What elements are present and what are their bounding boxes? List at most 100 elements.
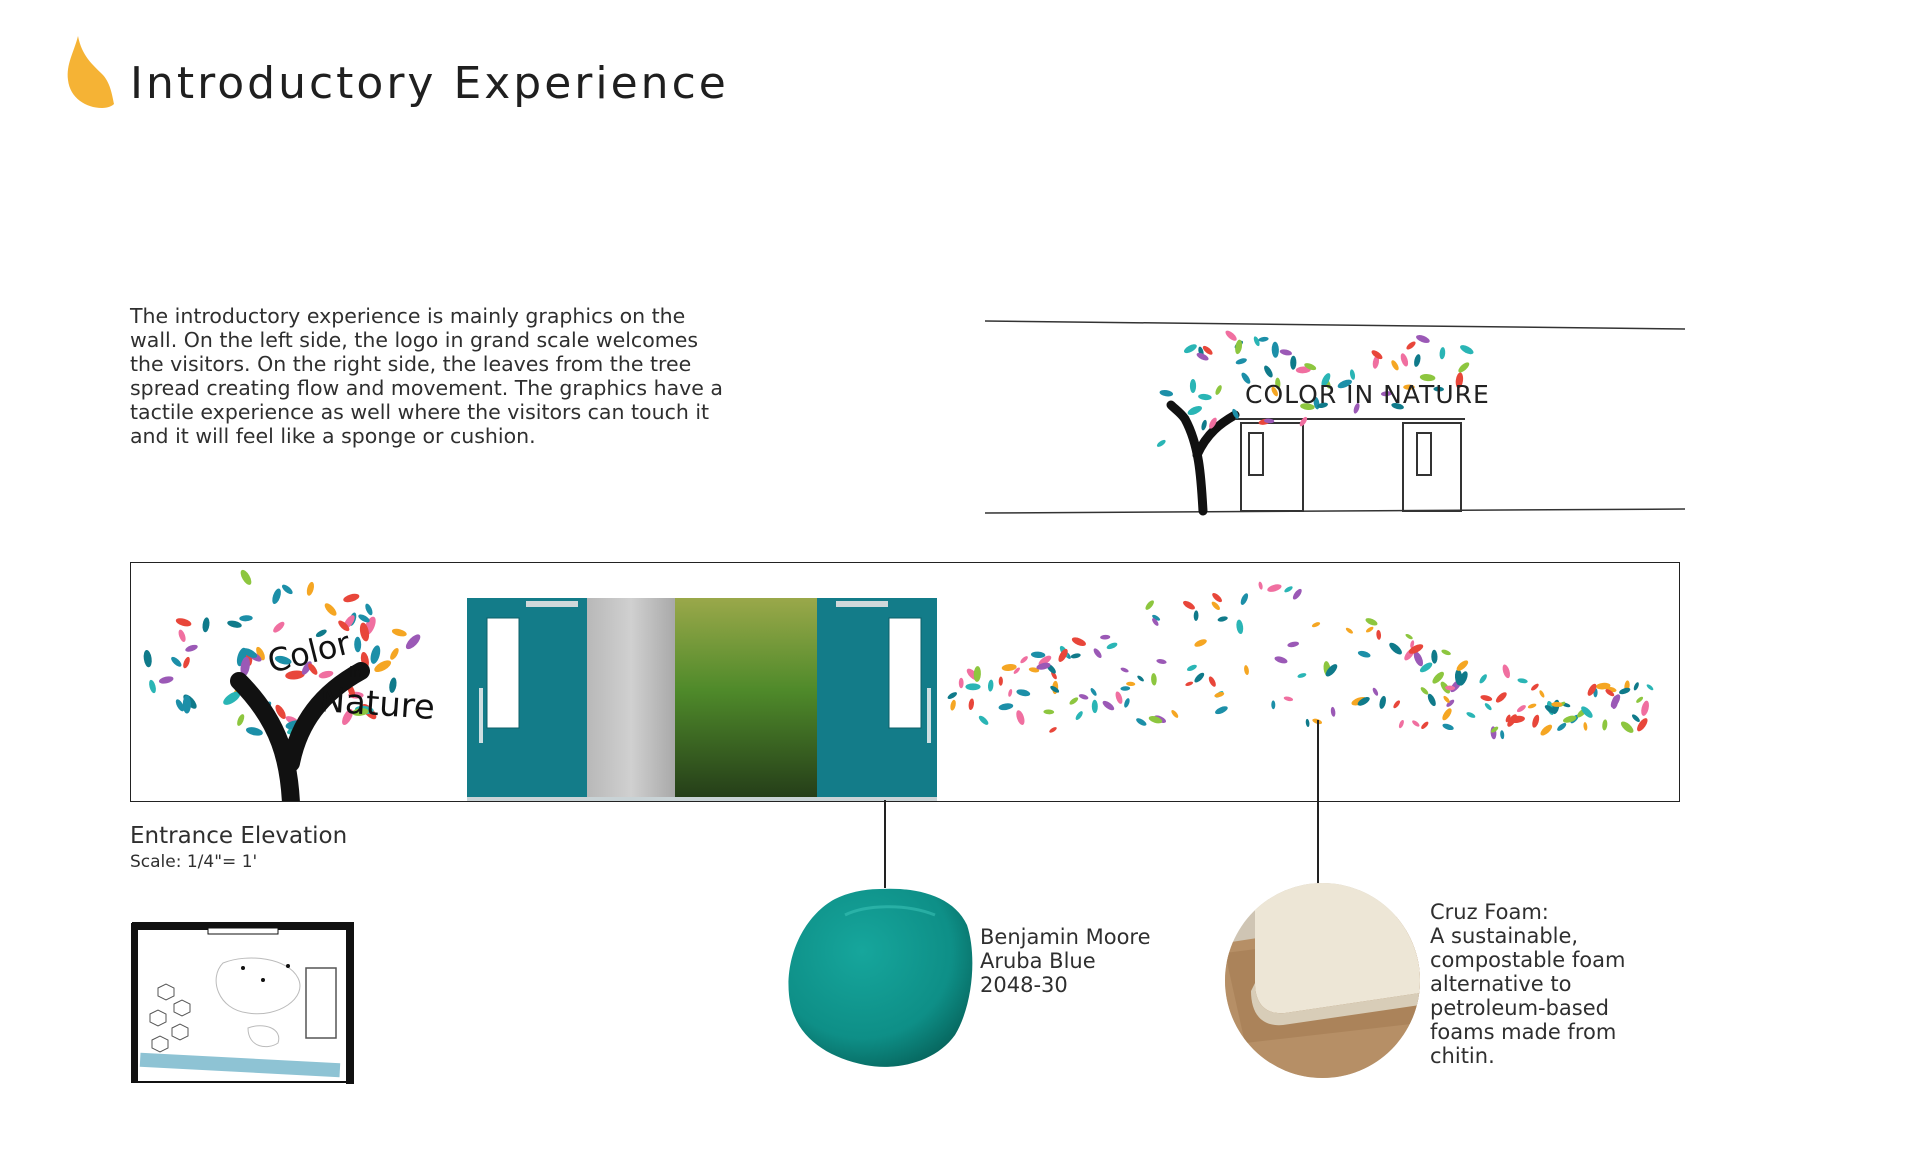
paint-label-line: Benjamin Moore: [980, 925, 1151, 949]
leaf-shape: [149, 679, 156, 694]
leaf-shape: [1070, 653, 1081, 659]
leaf-shape: [1069, 697, 1079, 705]
leaf-shape: [242, 648, 258, 658]
leaf-shape: [1330, 706, 1336, 717]
leaf-shape: [185, 644, 198, 652]
leaf-shape: [175, 699, 185, 712]
intro-line: spread creating flow and movement. The g…: [130, 376, 723, 400]
leaf-shape: [1432, 671, 1444, 684]
leaf-shape: [183, 656, 190, 669]
leaf-shape: [1201, 419, 1207, 431]
leaf-shape: [1194, 639, 1207, 647]
leaf-shape: [950, 699, 956, 711]
leaf-shape: [273, 621, 285, 633]
leaf-shape: [202, 617, 210, 633]
intro-line: and it will feel like a sponge or cushio…: [130, 424, 536, 448]
leaf-shape: [1299, 416, 1308, 427]
leaf-shape: [359, 622, 370, 642]
leaf-shape: [1075, 711, 1083, 721]
leaf-shape: [1271, 700, 1276, 710]
leaf-shape: [998, 703, 1014, 711]
leaf-shape: [1325, 664, 1338, 677]
leaf-shape: [1156, 439, 1166, 447]
leaf-shape: [1253, 336, 1260, 347]
leaf-shape: [1152, 614, 1161, 621]
leaf-shape: [1274, 656, 1288, 664]
leaf-shape: [1311, 622, 1321, 628]
leaf-shape: [1001, 664, 1017, 671]
leaf-shape: [1527, 703, 1537, 709]
intro-line: the visitors. On the right side, the lea…: [130, 352, 692, 376]
leaf-shape: [1215, 706, 1228, 715]
leaf-shape: [1136, 718, 1147, 726]
sketch-tree-trunk: [1166, 400, 1240, 516]
foam-label-line: chitin.: [1430, 1044, 1495, 1068]
leaf-shape: [1633, 682, 1639, 691]
leaf-shape: [1353, 403, 1360, 414]
leaf-shape: [315, 629, 327, 638]
leaf-shape: [306, 581, 314, 596]
elevation-leaves-right: [947, 581, 1654, 740]
leaf-shape: [1283, 696, 1294, 702]
leaf-shape: [1279, 349, 1292, 356]
leaf-shape: [1403, 384, 1415, 390]
leaf-shape: [1636, 696, 1644, 703]
leaf-shape: [1531, 683, 1539, 691]
leaf-shape: [1406, 341, 1416, 350]
leaf-shape: [1185, 681, 1194, 687]
leaf-shape: [1036, 662, 1051, 670]
leaf-shape: [1051, 671, 1057, 680]
leaf-shape: [1215, 385, 1222, 395]
elevation-logo-in: in: [349, 665, 362, 681]
paint-label: Benjamin Moore Aruba Blue 2048-30: [980, 925, 1151, 997]
leaf-shape: [1431, 649, 1438, 664]
leaf-shape: [1480, 695, 1493, 702]
leaf-shape: [1563, 715, 1577, 723]
leaf-shape: [1016, 710, 1025, 726]
intro-line: wall. On the left side, the logo in gran…: [130, 328, 698, 352]
leaf-shape: [1071, 637, 1086, 646]
leaf-shape: [354, 636, 362, 653]
leaf-shape: [1619, 687, 1631, 695]
leaf-shape: [1198, 393, 1212, 401]
leaf-shape: [275, 704, 286, 720]
leaf-shape: [1267, 584, 1282, 592]
leaf-shape: [1058, 648, 1068, 662]
leaf-shape: [1505, 714, 1511, 723]
leaf-shape: [1414, 354, 1421, 367]
elevation-logo-nature: Nature: [318, 680, 436, 728]
leaf-shape: [1016, 689, 1031, 697]
leaf-shape: [1439, 347, 1446, 360]
leaf-shape: [351, 708, 369, 716]
leaf-shape: [1106, 642, 1118, 650]
leaf-shape: [1587, 683, 1597, 696]
leaf-shape: [1408, 644, 1424, 654]
leaf-shape: [1372, 687, 1379, 696]
paint-label-line: 2048-30: [980, 973, 1068, 997]
leaf-shape: [1244, 665, 1249, 676]
leaf-shape: [1400, 353, 1409, 367]
leaf-shape: [1500, 730, 1505, 740]
leaf-shape: [389, 677, 397, 693]
leaf-shape: [1186, 664, 1197, 672]
sketch-leaves: [1156, 330, 1474, 447]
leaf-shape: [1304, 363, 1317, 371]
leaf-shape: [1214, 692, 1225, 698]
leaf-shape: [1196, 352, 1209, 361]
paint-swatch: [788, 888, 973, 1067]
leaf-shape: [947, 692, 958, 700]
leaf-shape: [1120, 667, 1129, 673]
leaf-shape: [973, 666, 981, 682]
leaf-shape: [1410, 640, 1415, 649]
leaf-shape: [1509, 715, 1525, 724]
leaf-shape: [968, 698, 974, 711]
leaf-shape: [1115, 691, 1123, 704]
leaf-shape: [1287, 641, 1300, 648]
leaf-shape: [1391, 360, 1399, 371]
leaf-shape: [374, 660, 392, 673]
leaf-shape: [1551, 701, 1563, 707]
leaf-shape: [178, 629, 186, 642]
leaf-shape: [1456, 660, 1469, 671]
flame-logo-icon: [67, 36, 114, 108]
foam-sample-image: [1225, 883, 1420, 1078]
